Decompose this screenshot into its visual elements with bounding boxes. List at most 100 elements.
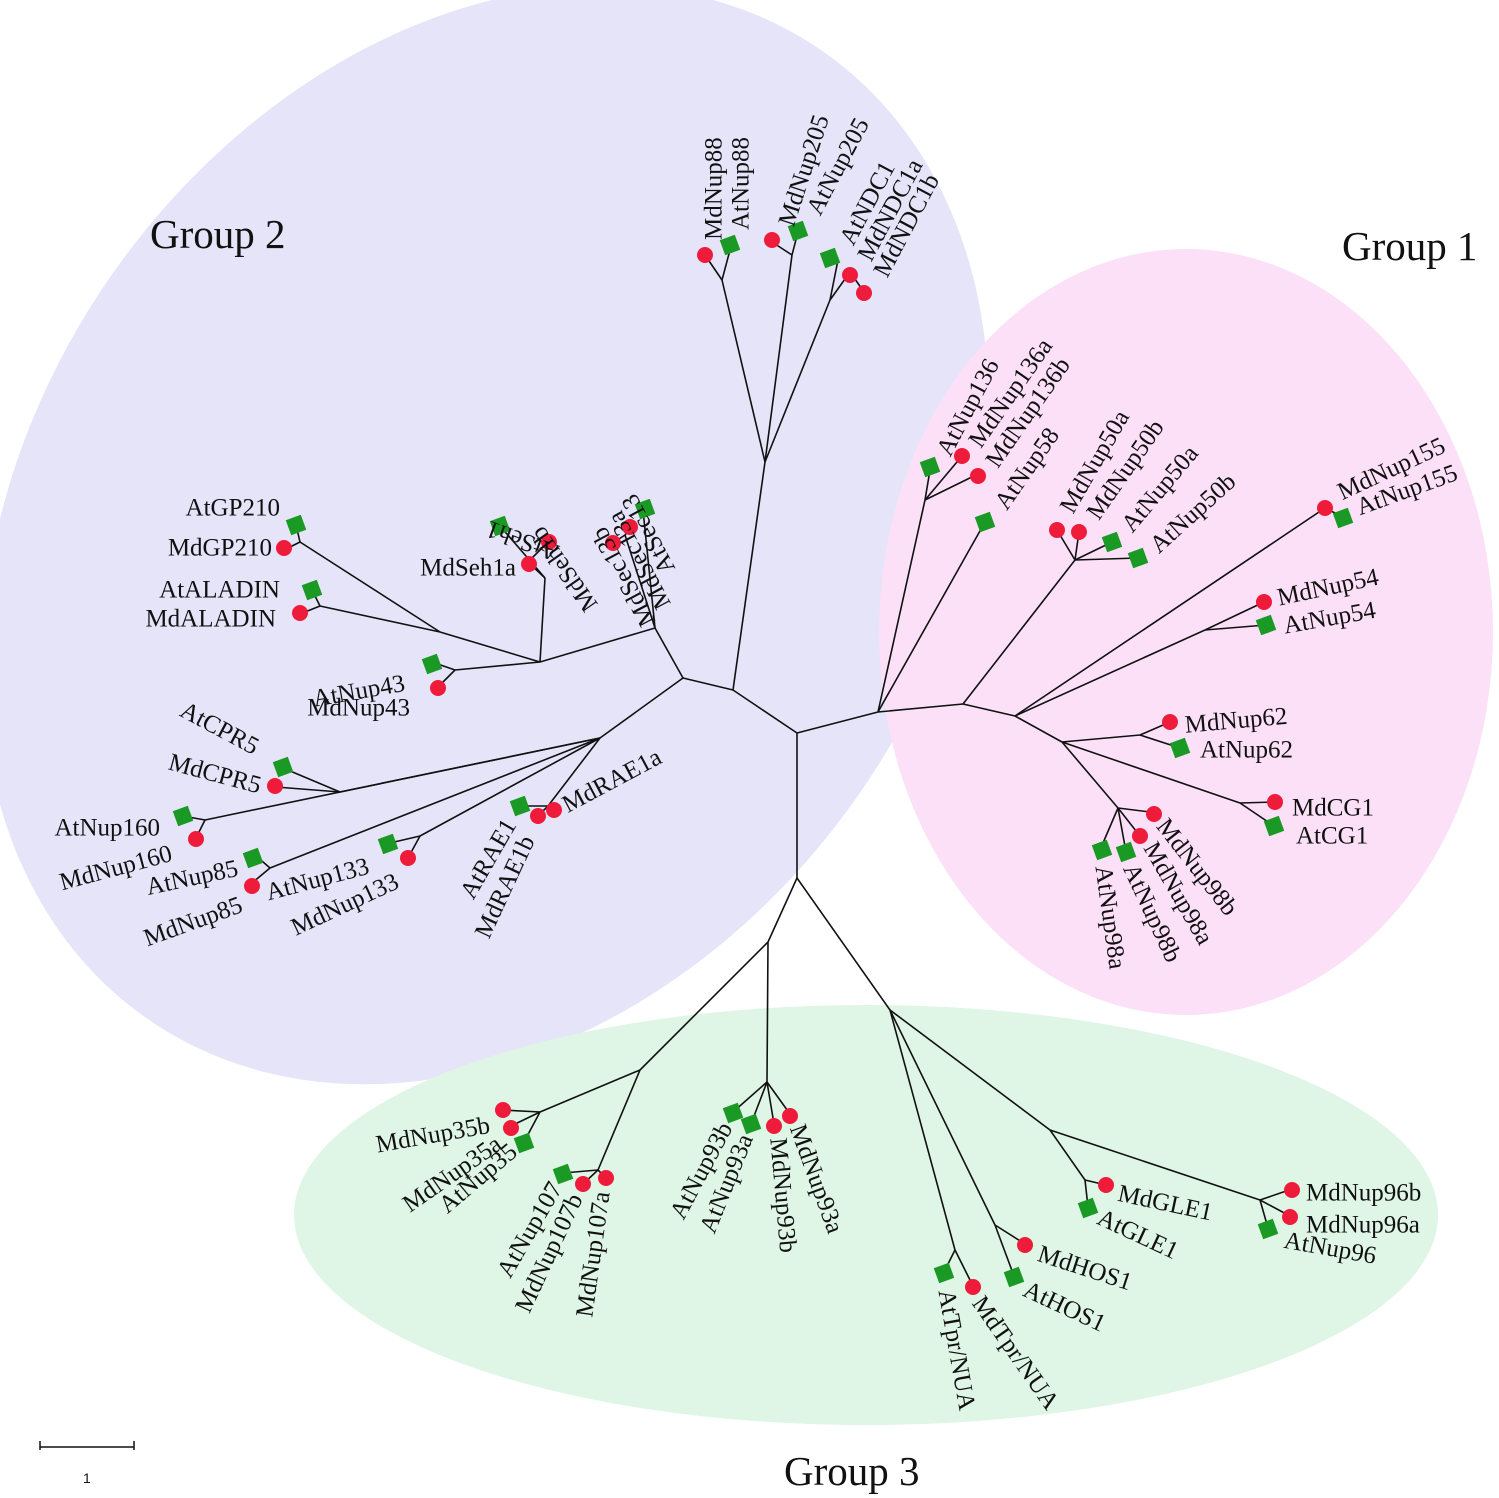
tree-branch xyxy=(454,661,541,671)
tree-branch xyxy=(766,1081,791,1115)
md-circle-marker xyxy=(1284,1182,1300,1198)
leaf-label-mdnup96b: MdNup96b xyxy=(1306,1180,1421,1207)
leaf-label-mdnup43: MdNup43 xyxy=(307,695,410,722)
at-square-marker xyxy=(1077,1197,1099,1219)
md-circle-marker xyxy=(1256,594,1272,610)
at-square-marker xyxy=(1101,531,1123,553)
tree-branch xyxy=(732,461,766,691)
at-square-marker xyxy=(974,511,996,533)
leaf-label-mdgp210: MdGP210 xyxy=(168,535,272,562)
tree-branch xyxy=(767,877,798,943)
tree-branch xyxy=(539,627,656,663)
tree-branch xyxy=(599,677,684,739)
tree-branch xyxy=(1204,624,1267,631)
at-square-marker xyxy=(819,247,841,269)
leaf-label-mdaladin: MdALADIN xyxy=(145,606,276,633)
tree-branch xyxy=(319,605,441,633)
tree-branch xyxy=(766,941,769,1083)
md-circle-marker xyxy=(276,540,292,556)
at-square-marker xyxy=(740,1113,762,1135)
leaf-label-mdnup88: MdNup88 xyxy=(701,137,728,240)
tree-branch xyxy=(499,525,546,579)
tree-branch xyxy=(1204,601,1265,631)
md-circle-marker xyxy=(1098,1177,1114,1193)
tree-branch xyxy=(994,1224,1015,1277)
at-square-marker xyxy=(1255,614,1277,636)
md-circle-marker xyxy=(541,534,557,550)
tree-branch xyxy=(877,499,926,713)
md-circle-marker xyxy=(764,232,780,248)
md-circle-marker xyxy=(605,535,621,551)
leaf-label-atnup62: AtNup62 xyxy=(1200,737,1293,764)
tree-branch xyxy=(539,1069,641,1113)
at-square-marker xyxy=(489,515,511,537)
leaf-label-mdnup96a: MdNup96a xyxy=(1306,1212,1420,1239)
tree-branch xyxy=(1061,741,1119,809)
md-circle-marker xyxy=(1017,1237,1033,1253)
tree-branch xyxy=(889,1009,996,1226)
scale-bar-label: 1 xyxy=(83,1470,91,1486)
tree-branch xyxy=(732,689,798,734)
at-square-marker xyxy=(1263,815,1285,837)
leaf-label-atnup88: AtNup88 xyxy=(728,137,755,230)
at-square-marker xyxy=(919,456,941,478)
at-square-marker xyxy=(787,220,809,242)
md-circle-marker xyxy=(856,285,872,301)
group2-region xyxy=(0,0,989,1085)
tree-branch xyxy=(877,521,986,713)
md-circle-marker xyxy=(842,267,858,283)
tree-branch xyxy=(889,1009,1051,1131)
md-circle-marker xyxy=(430,680,446,696)
at-square-marker xyxy=(1332,507,1354,529)
md-circle-marker xyxy=(954,448,970,464)
md-circle-marker xyxy=(521,556,537,572)
tree-branch xyxy=(766,1081,775,1125)
at-square-marker xyxy=(552,1163,574,1185)
md-circle-marker xyxy=(622,519,638,535)
leaf-label-atgp210: AtGP210 xyxy=(186,495,280,522)
md-circle-marker xyxy=(965,1279,981,1295)
group1-region xyxy=(879,249,1493,1015)
tree-branch xyxy=(654,627,684,679)
tree-branch xyxy=(889,1009,956,1251)
tree-branch xyxy=(1049,1129,1261,1201)
at-square-marker xyxy=(722,1102,744,1124)
tree-branch xyxy=(419,737,601,837)
md-circle-marker xyxy=(598,1170,614,1186)
tree-branch xyxy=(877,703,964,713)
at-square-marker xyxy=(172,805,194,827)
md-circle-marker xyxy=(1282,1209,1298,1225)
md-circle-marker xyxy=(292,605,308,621)
md-circle-marker xyxy=(782,1108,798,1124)
md-circle-marker xyxy=(530,808,546,824)
tree-branch xyxy=(1117,807,1151,813)
md-circle-marker xyxy=(188,831,204,847)
md-circle-marker xyxy=(1317,500,1333,516)
tree-branch xyxy=(1074,557,1139,561)
group3-label: Group 3 xyxy=(784,1448,920,1494)
tree-branch xyxy=(1014,629,1206,717)
at-square-marker xyxy=(272,756,294,778)
group3-region xyxy=(294,1005,1438,1425)
tree-branch xyxy=(962,703,1016,717)
md-circle-marker xyxy=(1146,806,1162,822)
tree-branch xyxy=(829,259,839,301)
md-circle-marker xyxy=(1162,714,1178,730)
md-circle-marker xyxy=(546,802,562,818)
tree-branch xyxy=(1061,741,1241,804)
at-square-marker xyxy=(933,1262,955,1284)
at-square-marker xyxy=(301,579,323,601)
tree-branch xyxy=(539,577,546,663)
tree-branch xyxy=(682,677,734,691)
group1-label: Group 1 xyxy=(1342,223,1478,269)
md-circle-marker xyxy=(495,1102,511,1118)
md-circle-marker xyxy=(970,468,986,484)
tree-branch xyxy=(1014,715,1063,743)
at-square-marker xyxy=(1257,1218,1279,1240)
tree-branch xyxy=(924,455,963,501)
at-square-marker xyxy=(1091,839,1113,861)
at-square-marker xyxy=(1127,547,1149,569)
at-square-marker xyxy=(1003,1266,1025,1288)
